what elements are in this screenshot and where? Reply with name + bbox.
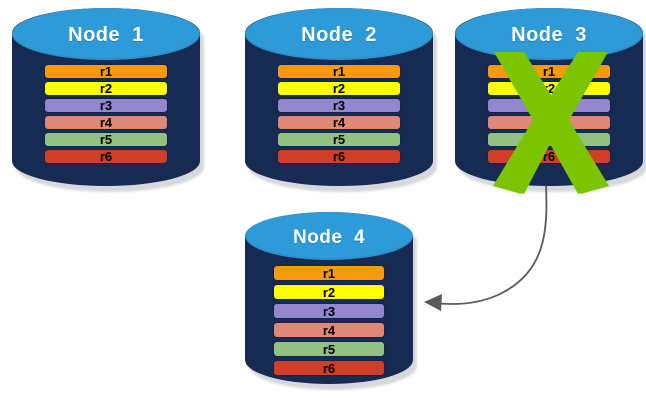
cross-mark-icon xyxy=(493,52,609,194)
node-2-top-ellipse xyxy=(245,8,433,60)
node-3[interactable]: Node 3 r1 r2 r3 r4 r5 r6 xyxy=(455,8,646,194)
node-1-top-ellipse xyxy=(12,8,200,60)
node-2-title: Node 2 xyxy=(301,24,377,46)
node-1[interactable]: Node 1 r1 r2 r3 r4 r5 r6 xyxy=(12,8,204,192)
curved-arrow-icon xyxy=(424,185,548,311)
node-4-top-ellipse xyxy=(245,212,413,260)
node-3-title: Node 3 xyxy=(511,24,587,46)
node-2-rows: r1 r2 r3 r4 r5 r6 xyxy=(277,64,401,164)
node-4-title: Node 4 xyxy=(292,227,366,248)
node-1-rows: r1 r2 r3 r4 r5 r6 xyxy=(44,64,168,164)
node-1-title: Node 1 xyxy=(68,24,144,46)
node-3-top-ellipse xyxy=(455,8,643,60)
node-2[interactable]: Node 2 r1 r2 r3 r4 r5 r6 xyxy=(245,8,437,192)
